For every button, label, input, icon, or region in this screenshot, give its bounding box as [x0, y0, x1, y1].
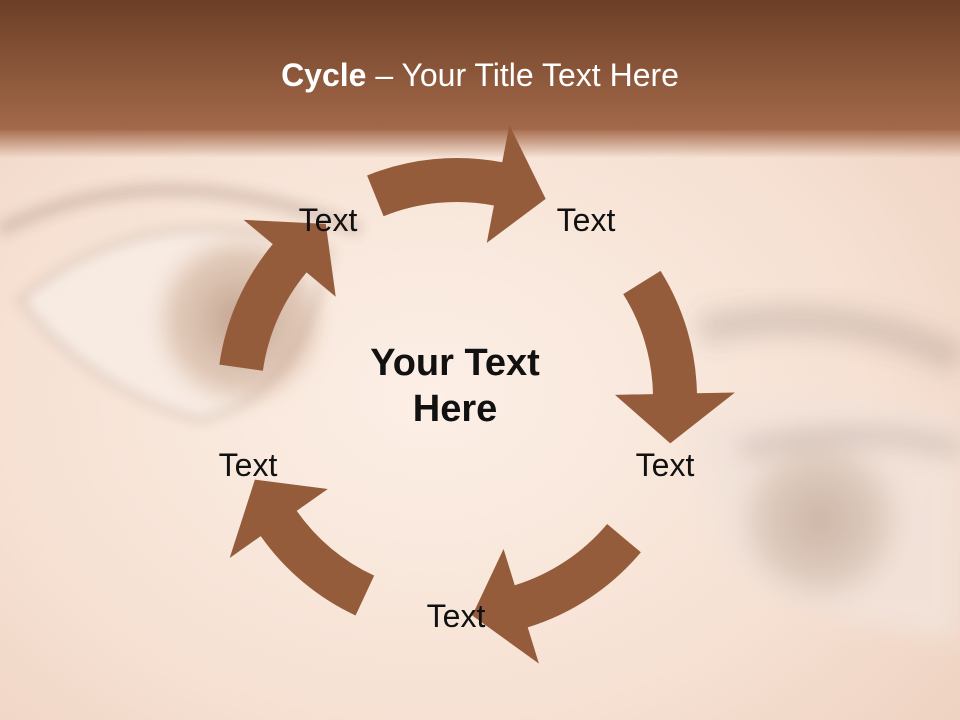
title-bold: Cycle	[281, 57, 367, 93]
cycle-node-label-1: Text	[298, 202, 358, 238]
cycle-node-label-2: Text	[556, 202, 616, 238]
cycle-arrow-3	[472, 523, 641, 664]
cycle-arrow-5	[219, 219, 336, 371]
cycle-node-label-5: Text	[218, 447, 278, 483]
cycle-arrow-1	[367, 124, 546, 243]
center-text: Your Text Here	[370, 342, 540, 430]
cycle-arrow-2	[614, 270, 735, 444]
cycle-node-label-4: Text	[426, 598, 486, 634]
slide-title: Cycle – Your Title Text Here	[0, 52, 960, 98]
cycle-arrow-4	[229, 479, 375, 616]
cycle-node-label-3: Text	[635, 447, 695, 483]
title-rest: – Your Title Text Here	[366, 57, 679, 93]
